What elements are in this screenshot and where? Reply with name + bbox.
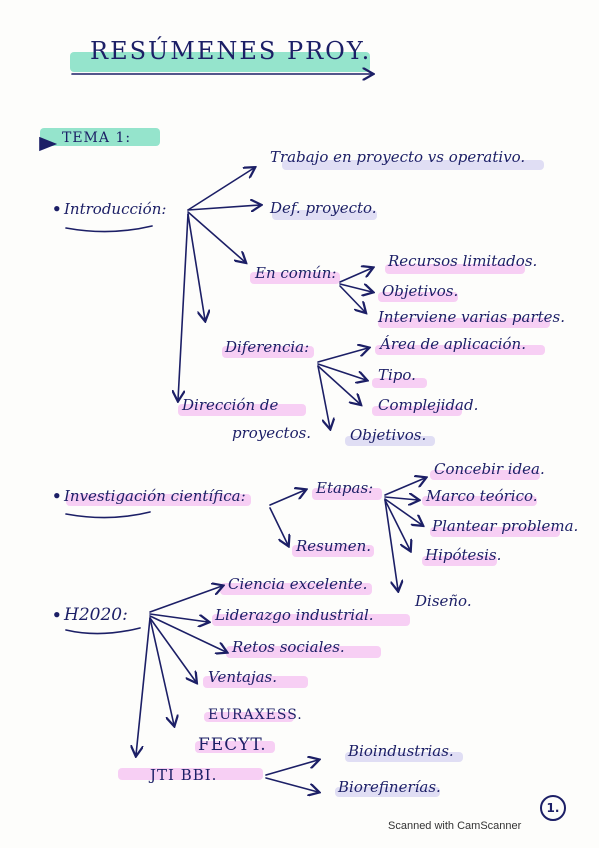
direccion-highlight: [178, 404, 306, 416]
h2020-item-fecyt: FECYT.: [198, 735, 267, 755]
tipo-highlight: [372, 378, 427, 388]
investigacion-label: Investigación científica:: [64, 487, 246, 505]
etapas-item-plantear: Plantear problema.: [432, 517, 579, 535]
diferencia-item-objetivos: Objetivos.: [350, 426, 427, 444]
scanner-footer: Scanned with CamScanner: [388, 820, 522, 832]
jti-item-bioindustrias: Bioindustrias.: [348, 742, 454, 760]
comun-label: En común:: [255, 264, 337, 282]
diferencia-label: Diferencia:: [225, 338, 310, 356]
jti-item-biorefinerias: Biorefinerías.: [338, 778, 441, 796]
direccion-line1: Dirección de: [182, 396, 279, 414]
def-highlight: [272, 210, 377, 220]
investigacion-highlight: [66, 494, 251, 506]
title-highlight: [70, 52, 370, 72]
concebir-highlight: [430, 470, 540, 480]
tema-label: TEMA 1:: [62, 130, 132, 146]
liderazgo-highlight: [212, 614, 410, 626]
comun-item-interviene: Interviene varias partes.: [378, 308, 565, 326]
etapas-item-concebir: Concebir idea.: [434, 460, 545, 478]
page-number: 1.: [540, 795, 566, 821]
fecyt-highlight: [195, 741, 275, 753]
h2020-bullet: •: [52, 606, 62, 624]
investigacion-bullet: •: [52, 487, 62, 505]
ventajas-highlight: [203, 676, 308, 688]
tema-highlight: [40, 128, 160, 146]
retos-highlight: [226, 646, 381, 658]
intro-bullet: •: [52, 200, 62, 218]
etapas-item-diseno: Diseño.: [415, 592, 472, 610]
recursos-highlight: [385, 264, 525, 274]
marco-highlight: [422, 496, 537, 506]
h2020-label: H2020:: [64, 605, 128, 625]
etapas-item-hipotesis: Hipótesis.: [425, 546, 502, 564]
etapas-highlight: [312, 488, 382, 500]
diferencia-item-tipo: Tipo.: [378, 366, 416, 384]
resumen-highlight: [292, 545, 374, 557]
intro-label: Introducción:: [64, 200, 167, 218]
plantear-highlight: [430, 527, 560, 537]
bioindustrias-highlight: [345, 752, 463, 762]
diferencia-item-complejidad: Complejidad.: [378, 396, 479, 414]
comun-item-objetivos: Objetivos.: [382, 282, 459, 300]
comun-item-recursos: Recursos limitados.: [388, 252, 538, 270]
trabajo-highlight: [282, 160, 544, 170]
hipotesis-highlight: [422, 556, 497, 566]
euraxess-highlight: [204, 712, 294, 722]
intro-item-trabajo: Trabajo en proyecto vs operativo.: [270, 148, 526, 166]
etapas-item-marco: Marco teórico.: [426, 487, 538, 505]
jti-label: JTI BBI.: [150, 766, 218, 784]
page-title: RESÚMENES PROY.: [90, 37, 372, 65]
h2020-item-ciencia: Ciencia excelente.: [228, 575, 368, 593]
h2020-item-ventajas: Ventajas.: [208, 668, 278, 686]
biorefinerias-highlight: [335, 787, 440, 797]
complejidad-highlight: [372, 406, 462, 416]
interviene-highlight: [378, 318, 550, 328]
objetivos2-highlight: [345, 436, 435, 446]
h2020-item-liderazgo: Liderazgo industrial.: [215, 606, 374, 624]
diferencia-item-area: Área de aplicación.: [380, 335, 526, 353]
intro-item-def: Def. proyecto.: [270, 199, 377, 217]
jti-highlight: [118, 768, 263, 780]
comun-highlight: [250, 272, 340, 284]
diferencia-highlight: [222, 346, 314, 358]
etapas-label: Etapas:: [316, 479, 374, 497]
h2020-item-euraxess: EURAXESS.: [208, 707, 303, 723]
area-highlight: [375, 345, 545, 355]
h2020-item-retos: Retos sociales.: [232, 638, 345, 656]
resumen-label: Resumen.: [296, 537, 372, 555]
objetivos1-highlight: [378, 292, 458, 302]
ciencia-highlight: [220, 583, 372, 595]
direccion-line2: proyectos.: [232, 424, 312, 442]
